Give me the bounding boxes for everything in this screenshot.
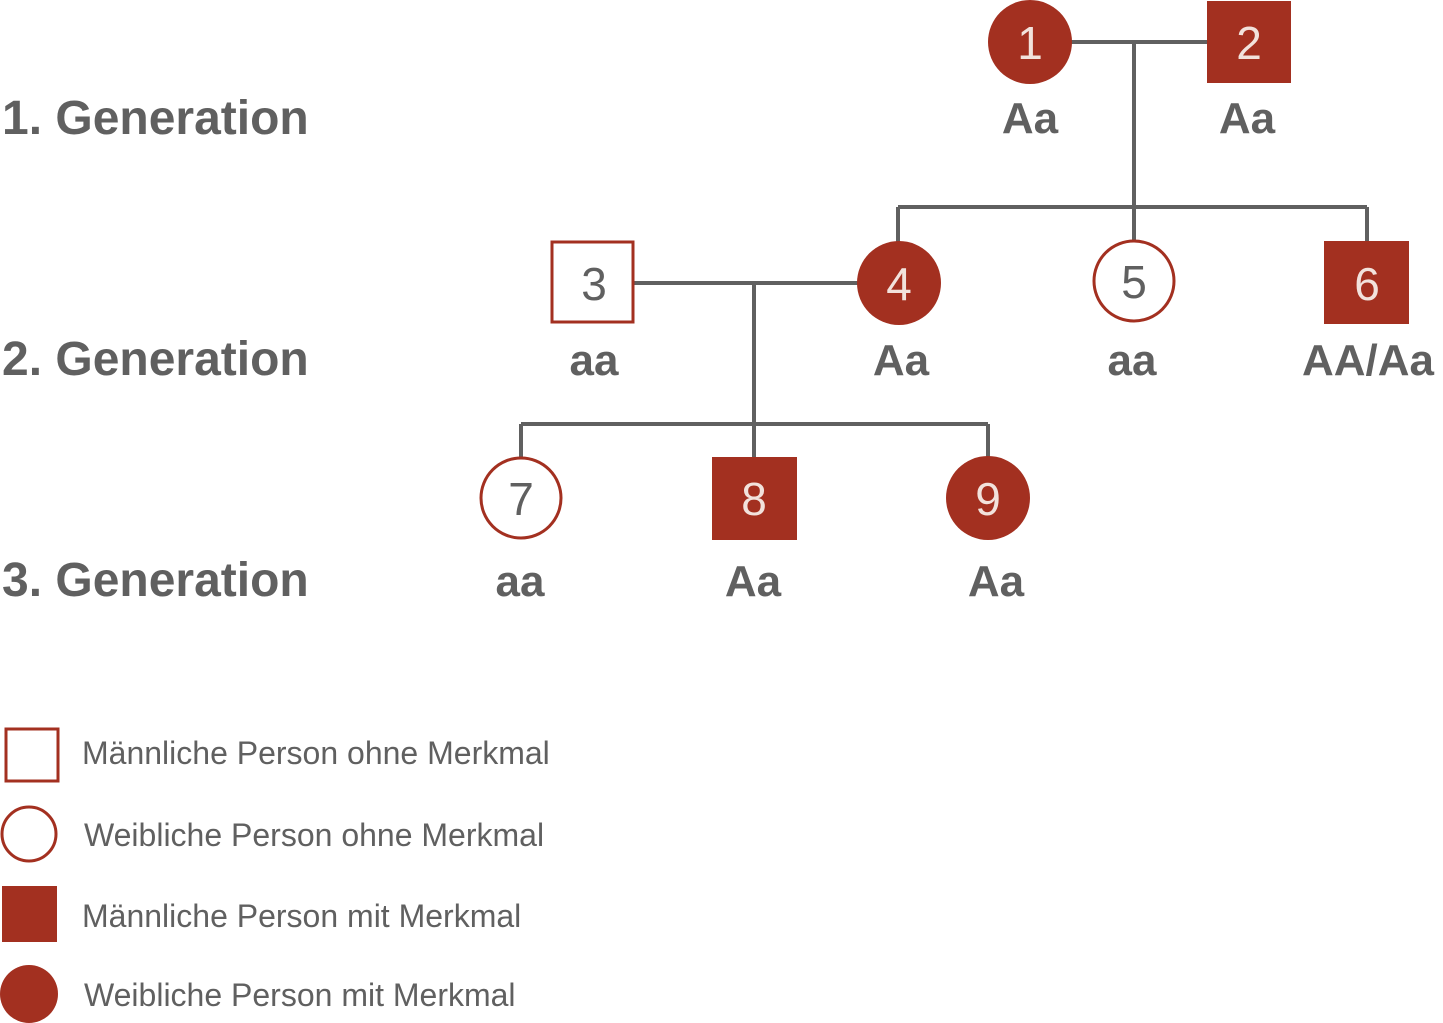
- pedigree-lines: [519, 40, 1369, 458]
- person-4: 4 Aa: [857, 241, 941, 385]
- male-affected-symbol: [1207, 1, 1291, 83]
- legend-label: Männliche Person mit Merkmal: [82, 898, 521, 934]
- person-number: 9: [975, 473, 1001, 525]
- person-9: 9 Aa: [946, 456, 1030, 606]
- legend-circle-open-icon: [0, 805, 58, 863]
- legend-item-male-unaffected: Männliche Person ohne Merkmal: [4, 727, 550, 783]
- person-3: 3 aa: [550, 240, 635, 385]
- male-affected-symbol: [712, 457, 797, 540]
- female-affected-symbol: [988, 0, 1072, 84]
- person-genotype: Aa: [1219, 94, 1276, 143]
- person-number: 8: [741, 473, 767, 525]
- person-number: 2: [1236, 17, 1262, 69]
- person-2: 2 Aa: [1207, 1, 1291, 143]
- person-number: 6: [1354, 258, 1380, 310]
- person-5: 5 aa: [1092, 239, 1176, 385]
- legend: Männliche Person ohne Merkmal Weibliche …: [0, 727, 550, 1023]
- person-genotype: Aa: [968, 557, 1025, 606]
- legend-item-female-unaffected: Weibliche Person ohne Merkmal: [0, 805, 544, 863]
- person-number: 5: [1121, 256, 1147, 308]
- legend-label: Weibliche Person ohne Merkmal: [84, 817, 544, 853]
- person-genotype: aa: [496, 557, 545, 606]
- person-7: 7 aa: [479, 456, 563, 606]
- person-genotype: Aa: [725, 557, 782, 606]
- person-6: 6 AA/Aa: [1302, 241, 1435, 385]
- male-affected-symbol: [1324, 241, 1409, 324]
- female-unaffected-symbol: [1092, 239, 1176, 323]
- legend-square-filled-icon: [2, 886, 57, 942]
- generation-label-3: 3. Generation: [2, 554, 309, 607]
- generation-labels: 1. Generation 2. Generation 3. Generatio…: [2, 92, 309, 607]
- female-affected-symbol: [857, 241, 941, 325]
- person-genotype: Aa: [1002, 94, 1059, 143]
- generation-label-2: 2. Generation: [2, 333, 309, 386]
- person-genotype: aa: [570, 336, 619, 385]
- legend-label: Weibliche Person mit Merkmal: [84, 977, 516, 1013]
- legend-item-male-affected: Männliche Person mit Merkmal: [2, 886, 521, 942]
- generation-label-1: 1. Generation: [2, 92, 309, 145]
- person-number: 7: [508, 473, 534, 525]
- legend-label: Männliche Person ohne Merkmal: [82, 735, 550, 771]
- person-1: 1 Aa: [988, 0, 1072, 143]
- male-unaffected-symbol: [550, 240, 635, 324]
- person-genotype: AA/Aa: [1302, 336, 1435, 385]
- legend-circle-filled-icon: [0, 965, 58, 1023]
- person-number: 1: [1017, 17, 1043, 69]
- legend-square-open-icon: [4, 727, 60, 783]
- female-affected-symbol: [946, 456, 1030, 540]
- person-8: 8 Aa: [712, 457, 797, 606]
- legend-item-female-affected: Weibliche Person mit Merkmal: [0, 965, 516, 1023]
- female-unaffected-symbol: [479, 456, 563, 540]
- person-number: 3: [581, 258, 607, 310]
- person-number: 4: [886, 258, 912, 310]
- person-genotype: Aa: [873, 336, 930, 385]
- person-genotype: aa: [1108, 336, 1157, 385]
